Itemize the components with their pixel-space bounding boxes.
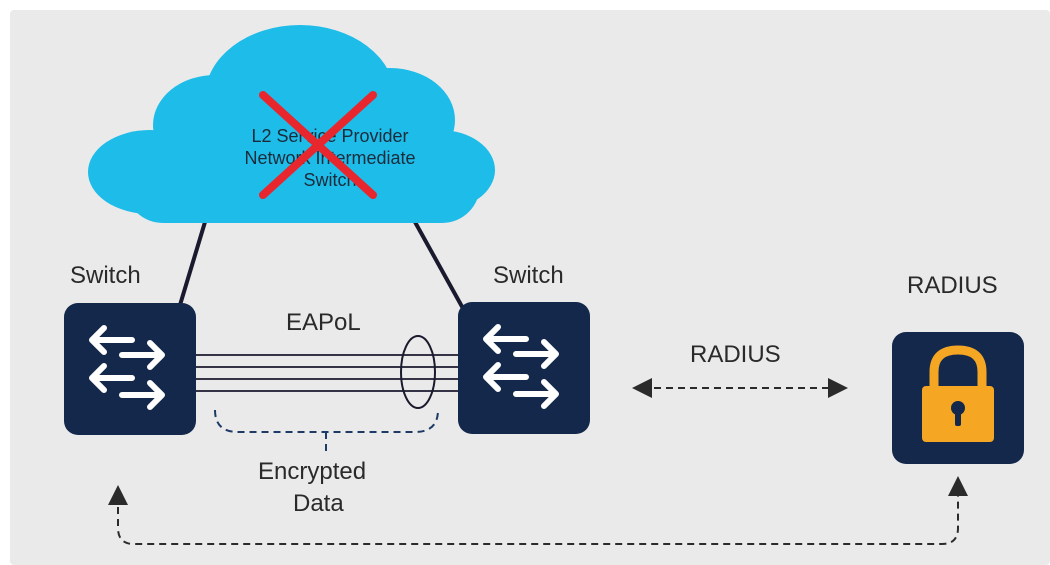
cloud-link-right [413, 221, 467, 313]
cloud-label-line3: Switch [303, 170, 357, 190]
encrypted-data-label-line2: Data [293, 490, 344, 517]
encrypted-data-label-line1: Encrypted [258, 458, 367, 485]
left-switch-label: Switch [70, 262, 141, 289]
cloud-icon [88, 25, 495, 223]
encrypted-data-bracket [214, 409, 439, 452]
radius-link-label: RADIUS [690, 341, 781, 368]
right-switch-label: Switch [493, 262, 564, 289]
radius-server-label: RADIUS [907, 272, 998, 299]
bottom-dashed-link [108, 476, 968, 545]
eapol-link [196, 354, 458, 392]
switch-arrows-icon [483, 324, 559, 409]
left-switch-icon [64, 303, 196, 435]
lock-icon [922, 345, 994, 442]
right-switch-icon [458, 302, 590, 434]
switch-arrows-icon [89, 325, 165, 410]
eapol-label: EAPoL [286, 309, 361, 336]
encryption-tunnel-ring [400, 335, 436, 409]
cloud-link-left [178, 221, 207, 306]
radius-server-icon [892, 332, 1024, 464]
